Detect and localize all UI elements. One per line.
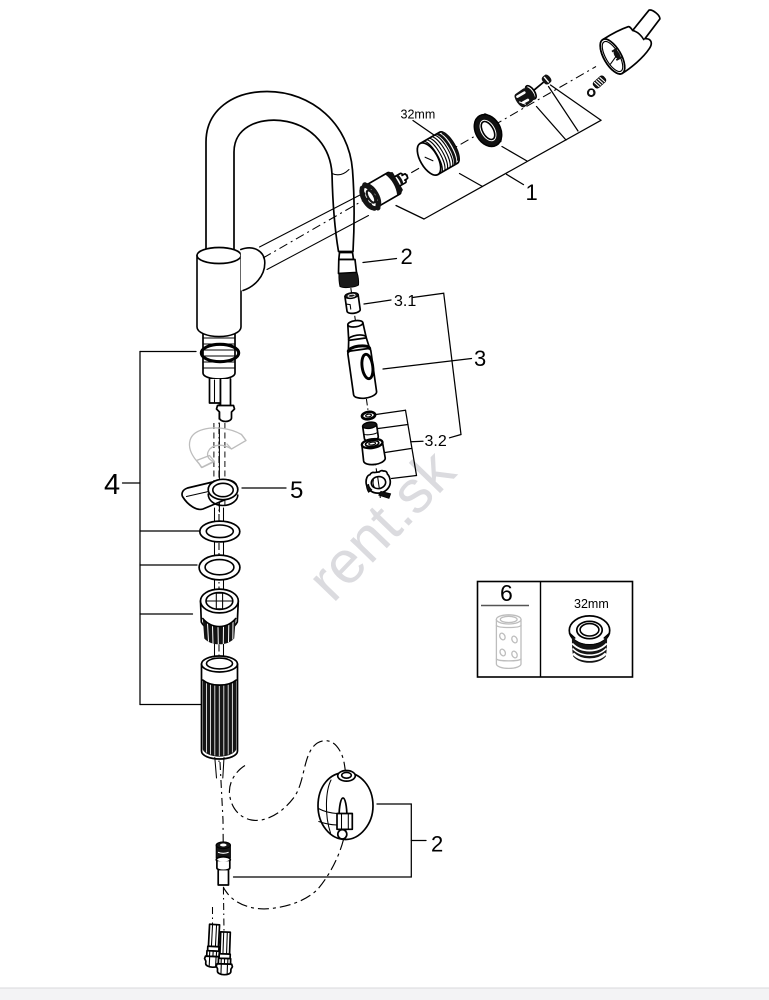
svg-text:1: 1 bbox=[526, 180, 538, 205]
svg-text:6: 6 bbox=[500, 580, 513, 606]
svg-text:4: 4 bbox=[104, 469, 120, 501]
svg-text:2: 2 bbox=[431, 832, 443, 857]
svg-text:3.1: 3.1 bbox=[394, 293, 416, 310]
svg-text:32mm: 32mm bbox=[401, 108, 436, 122]
svg-text:3.2: 3.2 bbox=[425, 433, 447, 450]
svg-text:3: 3 bbox=[474, 346, 486, 371]
svg-text:5: 5 bbox=[290, 477, 303, 504]
svg-text:32mm: 32mm bbox=[574, 597, 609, 611]
svg-text:2: 2 bbox=[401, 244, 413, 269]
